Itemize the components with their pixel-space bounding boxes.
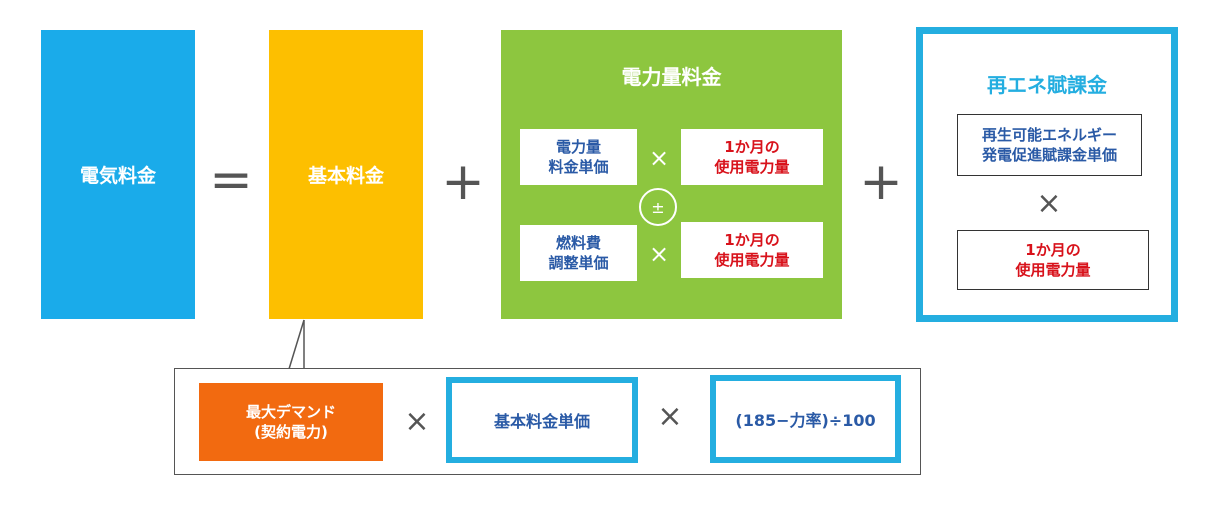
basic-unit-price-box: 基本料金単価	[446, 377, 638, 463]
monthly-usage-cell-2: 1か月の 使用電力量	[681, 222, 823, 278]
equals-sign: =	[209, 150, 253, 210]
electricity-fee-label: 電気料金	[79, 165, 156, 187]
max-demand-box: 最大デマンド (契約電力)	[199, 383, 383, 461]
renewable-levy-unit-price-cell: 再生可能エネルギー 発電促進賦課金単価	[957, 114, 1142, 176]
renewable-monthly-usage-cell: 1か月の 使用電力量	[957, 230, 1149, 290]
times-sign-renewable: ×	[1036, 186, 1062, 221]
energy-fee-title: 電力量料金	[621, 64, 722, 89]
basic-fee-label: 基本料金	[307, 165, 384, 187]
energy-unit-price-cell: 電力量 料金単価	[520, 129, 637, 185]
electricity-fee-box: 電気料金	[41, 30, 195, 319]
plus-sign-2: +	[859, 152, 903, 212]
times-sign-formula-2: ×	[657, 399, 683, 434]
power-factor-box: (185−力率)÷100	[710, 375, 901, 463]
callout-line-left	[288, 319, 305, 370]
times-sign-energy-1: ×	[648, 144, 670, 172]
plus-sign-1: +	[441, 152, 485, 212]
renewable-levy-box: 再エネ賦課金 再生可能エネルギー 発電促進賦課金単価 × 1か月の 使用電力量	[916, 27, 1178, 322]
renewable-levy-title: 再エネ賦課金	[987, 72, 1107, 97]
basic-fee-box: 基本料金	[269, 30, 423, 319]
times-sign-formula-1: ×	[404, 404, 430, 439]
fuel-adjustment-unit-price-cell: 燃料費 調整単価	[520, 225, 637, 281]
times-sign-energy-2: ×	[648, 240, 670, 268]
plus-minus-circle: ±	[639, 188, 677, 226]
energy-fee-box: 電力量料金 電力量 料金単価 × 1か月の 使用電力量 ± 燃料費 調整単価 ×…	[501, 30, 842, 319]
monthly-usage-cell-1: 1か月の 使用電力量	[681, 129, 823, 185]
